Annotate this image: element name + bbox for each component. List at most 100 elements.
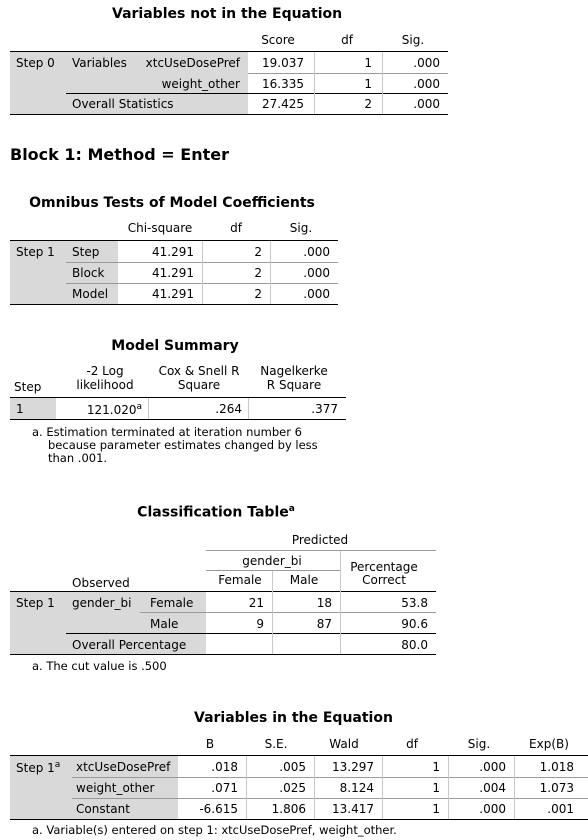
model-summary-header-ll: -2 Log [86,364,124,378]
vie-header-sig: Sig. [467,737,491,751]
omnibus-row-label: Step [72,245,100,259]
classification-row-header-bg [10,592,206,654]
vie-wald-cell: 8.124 [339,781,374,795]
classification-step-label: Step 1 [16,596,55,610]
classification-rule-1 [140,612,436,613]
vie-se-cell: .025 [279,781,306,795]
model-summary-footnote-line: than .001. [48,451,108,465]
vnie-row-header-bg [10,52,248,114]
omnibus-df-cell: 2 [254,287,262,301]
omnibus-df-cell: 2 [254,266,262,280]
vnie-df-cell: 1 [364,77,372,91]
vie-df-cell: 1 [432,760,440,774]
vie-se-cell: .005 [279,760,306,774]
model-summary-col-divider [148,398,149,419]
vie-rule-1 [72,777,588,778]
omnibus-col-divider [202,241,203,304]
omnibus-sig-cell: .000 [303,245,330,259]
omnibus-rule-top [10,240,338,241]
vnie-rule-top [10,51,448,52]
vnie-header-sig: Sig. [401,33,425,47]
vie-title: Variables in the Equation [194,710,393,726]
classification-row-label: Female [150,596,194,610]
classification-footnote: a. The cut value is .500 [32,659,167,673]
vie-header-wald: Wald [329,737,359,751]
vie-rule-top [10,755,588,756]
classification-pct-cell: 53.8 [401,596,428,610]
vie-var-name: Constant [76,802,130,816]
classification-rule-var [206,570,340,571]
model-summary-header-cs: Square [177,378,221,392]
classification-overall-label: Overall Percentage [72,638,187,652]
omnibus-df-cell: 2 [254,245,262,259]
model-summary-header-step: Step [14,380,42,394]
omnibus-step-label: Step 1 [16,245,55,259]
model-summary-ll-cell: 121.020a [86,402,142,417]
classification-pct-cell: 90.6 [401,617,428,631]
omnibus-chi-cell: 41.291 [152,245,194,259]
model-summary-rule-top [10,397,346,398]
classification-rule-bottom [10,654,436,655]
vie-b-cell: .018 [211,760,238,774]
vnie-sig-cell: .000 [413,77,440,91]
vie-b-cell: .071 [211,781,238,795]
classification-header-predicted: Predicted [291,533,349,547]
classification-col-divider [340,551,341,654]
vie-var-name: weight_other [76,781,155,795]
model-summary-footnote-line: because parameter estimates changed by l… [48,438,318,452]
classification-header-male: Male [289,573,319,587]
vie-exp-cell: 1.073 [539,781,574,795]
classification-header-female: Female [218,573,262,587]
classification-row-label: Male [150,617,179,631]
vnie-df-cell: 1 [364,56,372,70]
vie-exp-cell: .001 [547,802,574,816]
omnibus-col-divider [270,241,271,304]
vie-exp-cell: 1.018 [539,760,574,774]
vnie-rule-1 [248,73,448,74]
model-summary-cs-cell: .264 [215,402,242,416]
model-summary-header-nk: Nagelkerke [260,364,328,378]
vnie-rule-2 [66,93,448,94]
model-summary-header-nk: R Square [266,378,322,392]
classification-rule-pred [206,550,436,551]
vie-col-divider [314,756,315,819]
omnibus-sig-cell: .000 [303,266,330,280]
model-summary-nk-cell: .377 [311,402,338,416]
vie-sig-cell: .004 [479,781,506,795]
vnie-step-label: Step 0 [16,56,55,70]
vie-footnote: a. Variable(s) entered on step 1: xtcUse… [32,823,397,837]
vnie-sig-cell: .000 [413,56,440,70]
classification-header-var: gender_bi [242,554,302,568]
omnibus-header-df: df [230,221,242,235]
vie-header-exp: Exp(B) [529,737,569,751]
vie-se-cell: 1.806 [271,802,306,816]
vnie-header-df: df [341,33,353,47]
vnie-variables-label: Variables [72,56,127,70]
model-summary-header-ll: likelihood [76,378,134,392]
classification-header-observed: Observed [72,576,130,590]
block-heading: Block 1: Method = Enter [10,145,229,164]
model-summary-title: Model Summary [111,338,239,354]
omnibus-row-label: Model [72,287,109,301]
classification-rule-2 [66,633,436,634]
vnie-overall-label: Overall Statistics [72,97,174,111]
vie-col-divider [246,756,247,819]
model-summary-header-cs: Cox & Snell R [158,364,240,378]
vie-var-name: xtcUseDosePref [76,760,171,774]
vie-header-se: S.E. [264,737,288,751]
model-summary-step-cell: 1 [16,402,24,416]
vnie-score-cell: 19.037 [262,56,304,70]
model-summary-rule-bottom [10,419,346,420]
vnie-var-name: weight_other [161,77,240,91]
omnibus-row-label: Block [72,266,105,280]
vnie-sig-cell: .000 [413,97,440,111]
omnibus-chi-cell: 41.291 [152,287,194,301]
vie-row-header-bg [10,756,178,819]
classification-male-cell: 18 [316,596,332,610]
vie-df-cell: 1 [432,802,440,816]
omnibus-header-sig: Sig. [289,221,313,235]
omnibus-chi-cell: 41.291 [152,266,194,280]
vie-b-cell: -6.615 [199,802,238,816]
vie-step-label: Step 1a [16,760,61,775]
vie-header-df: df [406,737,418,751]
